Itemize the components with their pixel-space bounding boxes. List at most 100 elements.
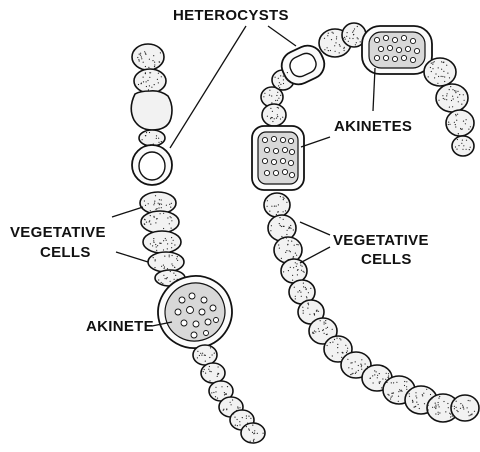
- stipple-dot: [296, 244, 297, 245]
- stipple-dot: [283, 226, 284, 227]
- stipple-dot: [327, 35, 328, 36]
- stipple-dot: [305, 287, 306, 288]
- stipple-dot: [290, 225, 291, 226]
- stipple-dot: [400, 390, 401, 391]
- stipple-dot: [171, 220, 172, 221]
- stipple-dot: [283, 219, 284, 220]
- stipple-dot: [288, 228, 289, 229]
- stipple-dot: [415, 395, 416, 396]
- stipple-dot: [464, 100, 465, 101]
- stipple-dot: [308, 304, 309, 305]
- heterocysts-leader-left: [170, 26, 246, 148]
- stipple-dot: [141, 58, 142, 59]
- stipple-dot: [377, 377, 378, 378]
- stipple-dot: [293, 229, 294, 230]
- stipple-dot: [155, 195, 156, 196]
- stipple-dot: [279, 248, 280, 249]
- stipple-dot: [295, 296, 296, 297]
- stipple-dot: [460, 408, 461, 409]
- stipple-dot: [438, 67, 439, 68]
- stipple-dot: [276, 95, 277, 96]
- stipple-dot: [269, 211, 270, 212]
- stipple-dot: [334, 339, 335, 340]
- stipple-dot: [281, 226, 282, 227]
- stipple-dot: [306, 288, 307, 289]
- stipple-dot: [165, 278, 166, 279]
- stipple-dot: [283, 79, 284, 80]
- stipple-dot: [277, 212, 278, 213]
- stipple-dot: [392, 393, 393, 394]
- stipple-dot: [211, 392, 212, 393]
- stipple-dot: [355, 361, 356, 362]
- stipple-dot: [385, 379, 386, 380]
- stipple-dot: [276, 206, 277, 207]
- heterocysts-label: HETEROCYSTS: [173, 7, 289, 24]
- stipple-dot: [156, 250, 157, 251]
- stipple-dot: [438, 414, 439, 415]
- stipple-dot: [443, 62, 444, 63]
- stipple-dot: [286, 237, 287, 238]
- stipple-dot: [154, 203, 155, 204]
- stipple-dot: [444, 99, 445, 100]
- stipple-dot: [299, 290, 300, 291]
- stipple-dot: [167, 268, 168, 269]
- stipple-dot: [283, 76, 284, 77]
- stipple-dot: [314, 321, 315, 322]
- stipple-dot: [398, 401, 399, 402]
- stipple-dot: [144, 219, 145, 220]
- stipple-dot: [332, 342, 333, 343]
- stipple-dot: [345, 345, 346, 346]
- stipple-dot: [275, 100, 276, 101]
- stipple-dot: [147, 80, 148, 81]
- vegetative-cells-left-label-line2: CELLS: [40, 244, 91, 261]
- stipple-dot: [157, 218, 158, 219]
- stipple-dot: [314, 314, 315, 315]
- stipple-dot: [448, 122, 449, 123]
- stipple-dot: [458, 145, 459, 146]
- stipple-dot: [460, 403, 461, 404]
- stipple-dot: [223, 410, 224, 411]
- stipple-dot: [160, 213, 161, 214]
- stipple-dot: [360, 364, 361, 365]
- stipple-dot: [278, 98, 279, 99]
- stipple-dot: [452, 106, 453, 107]
- stipple-dot: [352, 38, 353, 39]
- stipple-dot: [303, 271, 304, 272]
- stipple-dot: [356, 372, 357, 373]
- stipple-dot: [169, 223, 170, 224]
- stipple-dot: [286, 234, 287, 235]
- stipple-dot: [340, 46, 341, 47]
- stipple-dot: [358, 38, 359, 39]
- stipple-dot: [362, 373, 363, 374]
- stipple-dot: [174, 267, 175, 268]
- stipple-dot: [282, 117, 283, 118]
- stipple-dot: [367, 368, 368, 369]
- stipple-dot: [217, 398, 218, 399]
- stipple-dot: [452, 96, 453, 97]
- stipple-dot: [300, 265, 301, 266]
- stipple-dot: [232, 399, 233, 400]
- stipple-dot: [235, 425, 236, 426]
- stipple-dot: [263, 96, 264, 97]
- stipple-dot: [370, 378, 371, 379]
- stipple-dot: [306, 300, 307, 301]
- stipple-dot: [436, 406, 437, 407]
- stipple-dot: [457, 114, 458, 115]
- stipple-dot: [267, 200, 268, 201]
- stipple-dot: [154, 217, 155, 218]
- stipple-dot: [167, 248, 168, 249]
- stipple-dot: [199, 355, 200, 356]
- stipple-dot: [358, 370, 359, 371]
- stipple-dot: [246, 426, 247, 427]
- stipple-dot: [451, 406, 452, 407]
- stipple-dot: [306, 297, 307, 298]
- stipple-dot: [388, 373, 389, 374]
- stipple-dot: [302, 266, 303, 267]
- stipple-dot: [153, 204, 154, 205]
- stipple-dot: [153, 55, 154, 56]
- stipple-dot: [442, 95, 443, 96]
- stipple-dot: [465, 123, 466, 124]
- stipple-dot: [441, 61, 442, 62]
- stipple-dot: [449, 124, 450, 125]
- right-filament: [252, 23, 479, 422]
